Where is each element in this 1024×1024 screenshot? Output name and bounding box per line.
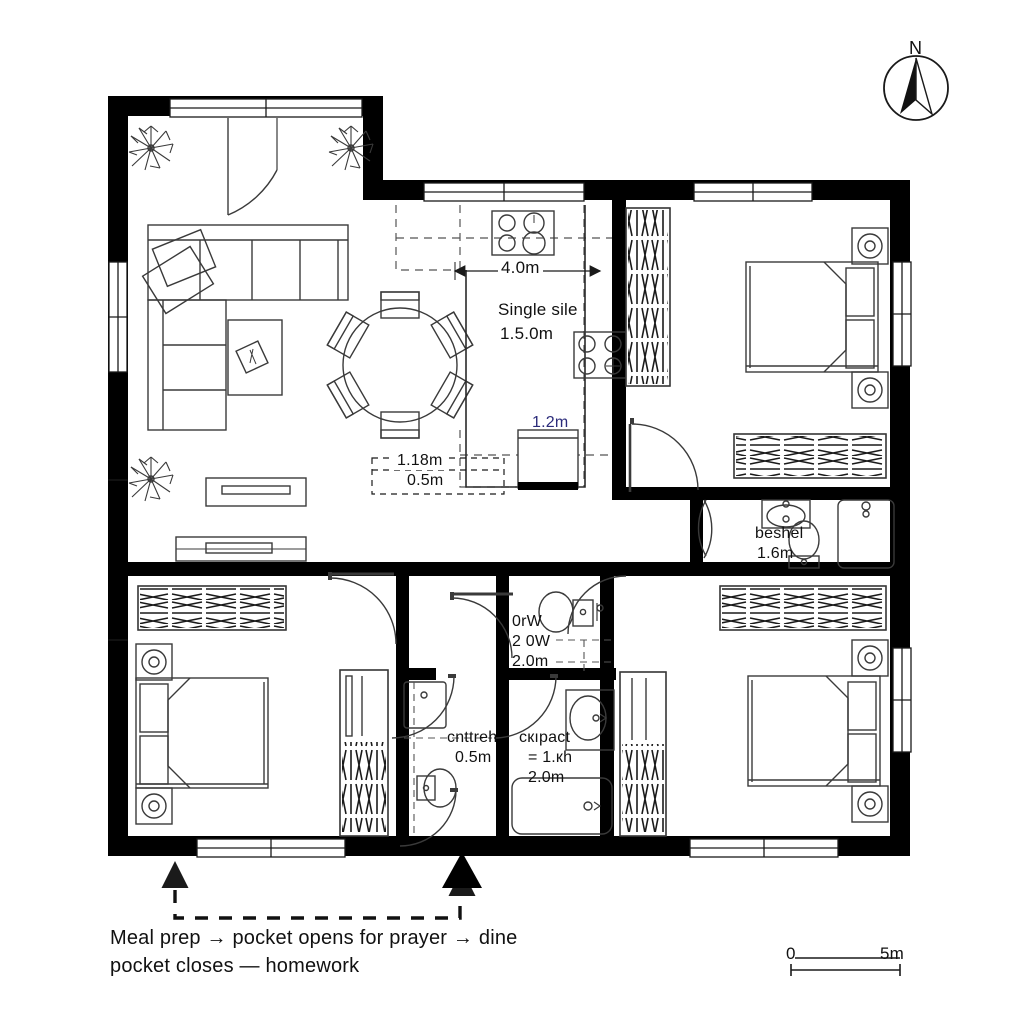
powder-room-dimension: 2.0m [512, 653, 549, 670]
window [108, 261, 128, 373]
bedroom-top-right [625, 207, 889, 492]
kitchen-island-block [517, 429, 579, 490]
compact-bathroom [493, 674, 615, 835]
plant-pot [128, 456, 174, 502]
single-side-dimension: 1.5.0m [500, 324, 554, 343]
interior-door [399, 788, 458, 847]
pocket-width-label: 1.18m [394, 452, 446, 470]
caption-line-2: pocket closes — homework [110, 955, 360, 977]
toilet [788, 520, 820, 569]
compact-bath-dimension: 2.0m [528, 769, 565, 786]
shower-tray [837, 499, 895, 569]
main-entry-arrow [442, 852, 482, 888]
washbasin [403, 681, 447, 729]
washbasin [565, 689, 615, 751]
window [169, 98, 363, 118]
kitchen-run-dimension: 4.0m [498, 258, 543, 278]
window-group [108, 98, 912, 858]
interior-door [328, 572, 397, 645]
scale-bar-start-label: 0 [786, 944, 796, 963]
dining-chair [326, 311, 370, 359]
interior-door [493, 674, 558, 739]
scale-bar [790, 957, 901, 976]
wardrobe [339, 669, 389, 837]
wardrobe [719, 585, 887, 631]
double-bed [745, 261, 879, 373]
wardrobe [625, 207, 671, 387]
ensuite-bathroom [697, 499, 895, 569]
interior-door [391, 674, 456, 739]
ensuite-label: beshel [755, 525, 804, 542]
compact-bath-sub-label: = 1.кh [528, 749, 573, 766]
cooktop [491, 210, 555, 256]
single-side-label: Single sile [498, 300, 578, 319]
powder-room-sub-label: 2 0W [512, 633, 551, 650]
wardrobe [137, 585, 287, 631]
corridor-label: cnttreh [447, 729, 498, 746]
nightstand [135, 787, 173, 825]
dining-chair [380, 291, 420, 319]
round-dining-table [342, 307, 458, 423]
compass-label: N [909, 38, 923, 58]
nightstand [851, 639, 889, 677]
wall-structure [108, 96, 910, 856]
nightstand [851, 371, 889, 409]
window [689, 838, 839, 858]
ensuite-dimension: 1.6m [757, 545, 794, 562]
window [196, 838, 346, 858]
living-room [128, 118, 374, 562]
window [892, 261, 912, 367]
tv-console [175, 477, 307, 562]
compact-bath-label: cкıpact [519, 729, 571, 746]
double-bed [135, 677, 269, 789]
interior-door [567, 575, 627, 635]
pocket-depth-label: 0.5m [404, 472, 447, 490]
kitchen [371, 205, 627, 495]
corridor-dimension: 0.5m [455, 749, 492, 766]
double-bed [747, 675, 881, 787]
toilet [538, 591, 604, 633]
bedroom-bottom-left [135, 572, 397, 837]
bathtub [511, 777, 613, 835]
bedroom-bottom-right [567, 575, 889, 837]
island-clearance-label: 1.2m [532, 414, 569, 431]
interior-door [703, 499, 713, 559]
sofa-sectional [141, 224, 349, 431]
wardrobe [733, 433, 887, 479]
dining-chair [430, 311, 474, 359]
coffee-table [227, 319, 283, 396]
washbasin [761, 499, 811, 529]
powder-room-label: 0rW [512, 613, 542, 630]
entry-door [227, 118, 278, 216]
dining-chair [430, 371, 474, 419]
interior-door [450, 592, 513, 659]
plant-pot [128, 125, 174, 171]
interior-door [630, 418, 699, 491]
dining-area [326, 291, 474, 439]
caption-line-1: Meal prep → pocket opens for prayer → di… [110, 927, 518, 949]
plant-pot [328, 125, 374, 171]
nightstand [851, 227, 889, 265]
north-arrow-icon [883, 55, 949, 121]
dining-chair [380, 411, 420, 439]
scale-bar-end-label: 5m [880, 944, 905, 963]
window [693, 182, 813, 202]
nightstand [851, 785, 889, 823]
dining-chair [326, 371, 370, 419]
circulation-path [161, 852, 482, 920]
wardrobe [619, 671, 667, 837]
window [892, 647, 912, 753]
window [423, 182, 585, 202]
powder-room [450, 591, 612, 676]
corridor [391, 674, 492, 847]
nightstand [135, 643, 173, 681]
